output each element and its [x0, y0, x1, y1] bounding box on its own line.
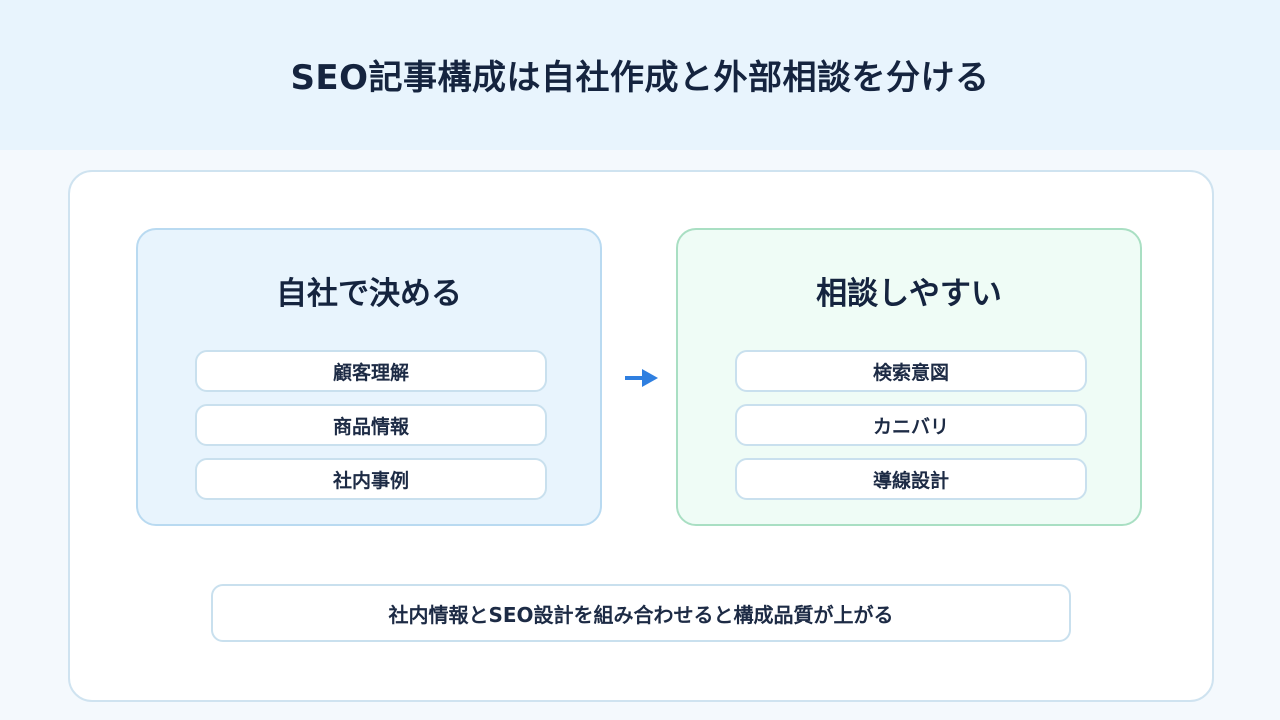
left-item-internal-cases: 社内事例 — [195, 458, 547, 500]
summary-box: 社内情報とSEO設計を組み合わせると構成品質が上がる — [211, 584, 1071, 642]
left-item-product-info: 商品情報 — [195, 404, 547, 446]
right-item-cannibalization: カニバリ — [735, 404, 1087, 446]
right-panel: 相談しやすい 検索意図 カニバリ 導線設計 — [676, 228, 1142, 526]
arrow-right-icon — [625, 369, 658, 387]
page-title: SEO記事構成は自社作成と外部相談を分ける — [290, 57, 990, 98]
left-panel-title: 自社で決める — [276, 276, 462, 312]
right-item-funnel-design: 導線設計 — [735, 458, 1087, 500]
header: SEO記事構成は自社作成と外部相談を分ける — [0, 0, 1280, 150]
main-card: 自社で決める 顧客理解 商品情報 社内事例 相談しやすい 検索意図 カニバリ 導… — [68, 170, 1214, 702]
right-item-search-intent: 検索意図 — [735, 350, 1087, 392]
left-panel: 自社で決める 顧客理解 商品情報 社内事例 — [136, 228, 602, 526]
right-panel-title: 相談しやすい — [816, 276, 1002, 312]
left-item-customer-understanding: 顧客理解 — [195, 350, 547, 392]
